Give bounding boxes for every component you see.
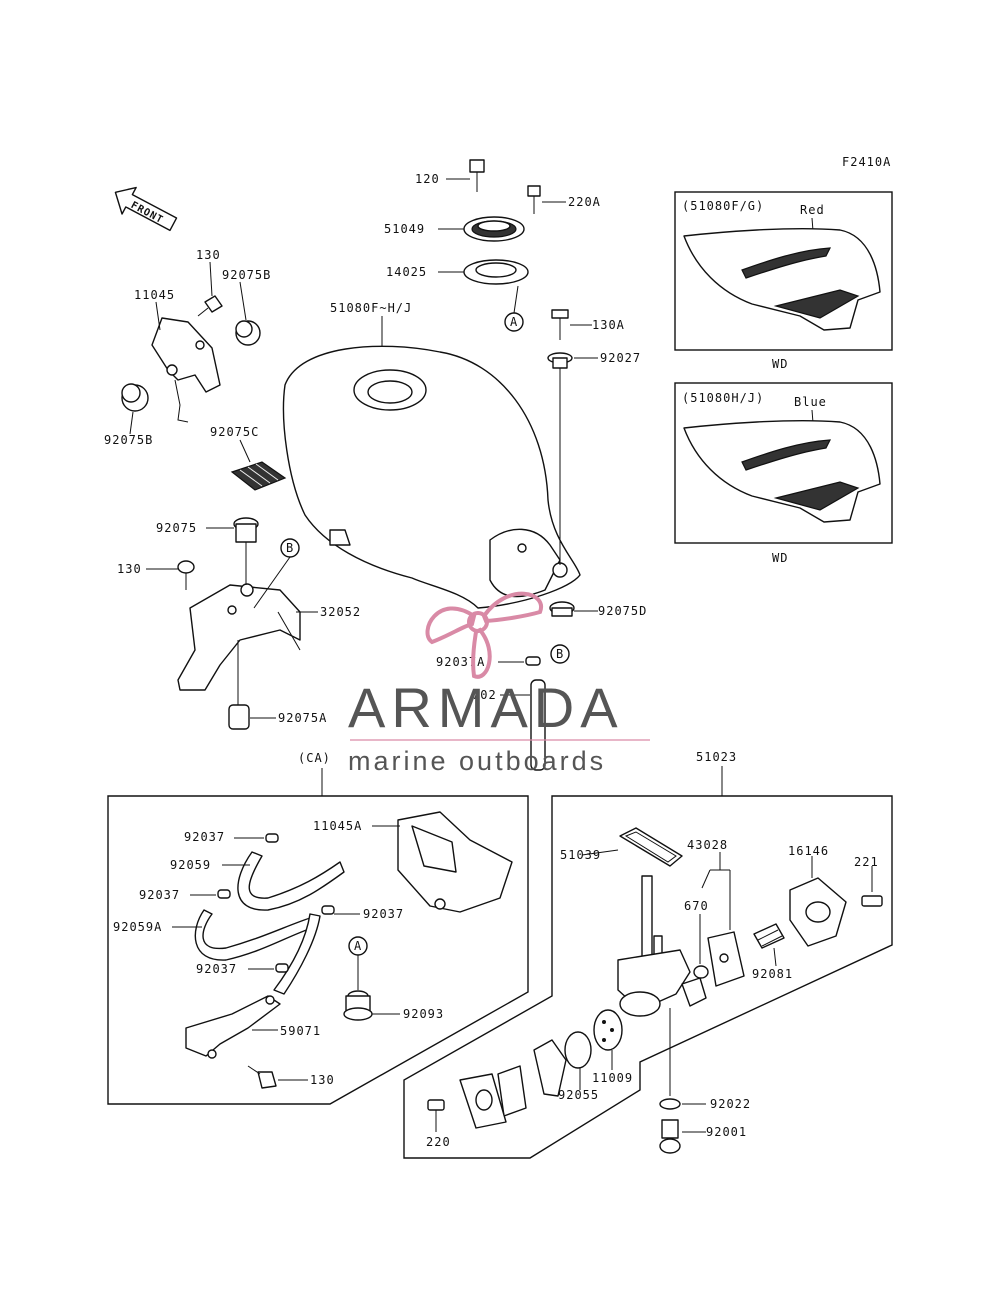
svg-text:51039: 51039 xyxy=(560,848,601,862)
svg-text:702: 702 xyxy=(472,688,497,702)
svg-text:B: B xyxy=(556,647,564,661)
svg-text:92027: 92027 xyxy=(600,351,641,365)
svg-text:130A: 130A xyxy=(592,318,625,332)
ref-circle-b-right: B xyxy=(550,644,570,664)
ca-evap-box: (CA) 11045A A 92037 92059 920 xyxy=(107,751,529,1105)
svg-text:221: 221 xyxy=(854,855,879,869)
svg-text:92081: 92081 xyxy=(752,967,793,981)
ref-circle-b-left: B xyxy=(253,538,300,609)
propeller-logo-icon xyxy=(425,591,544,679)
bolt-130A xyxy=(551,309,569,340)
svg-text:220A: 220A xyxy=(568,195,601,209)
svg-text:16146: 16146 xyxy=(788,844,829,858)
svg-text:92037: 92037 xyxy=(363,907,404,921)
svg-text:43028: 43028 xyxy=(687,838,728,852)
svg-text:32052: 32052 xyxy=(320,605,361,619)
svg-text:Blue: Blue xyxy=(794,395,827,409)
armada-watermark: ARMADA marine outboards xyxy=(348,591,650,776)
svg-text:92022: 92022 xyxy=(710,1097,751,1111)
ref-circle-a-top: A xyxy=(504,285,524,332)
color-variant-red: (51080F/G) Red WD xyxy=(674,191,893,371)
ca-title: (CA) xyxy=(298,751,331,765)
svg-text:51023: 51023 xyxy=(696,750,737,764)
svg-text:51080F~H/J: 51080F~H/J xyxy=(330,301,412,315)
svg-text:(51080F/G): (51080F/G) xyxy=(682,199,764,213)
svg-text:A: A xyxy=(510,315,518,329)
bolt-220A xyxy=(527,185,541,214)
svg-text:92059: 92059 xyxy=(170,858,211,872)
collar-92027 xyxy=(547,352,573,565)
watermark-brand: ARMADA xyxy=(348,676,624,739)
svg-text:B: B xyxy=(286,541,294,555)
svg-text:11045A: 11045A xyxy=(313,819,362,833)
svg-text:11009: 11009 xyxy=(592,1071,633,1085)
svg-text:92093: 92093 xyxy=(403,1007,444,1021)
rubber-92075A xyxy=(228,640,250,730)
svg-text:14025: 14025 xyxy=(386,265,427,279)
svg-text:220: 220 xyxy=(426,1135,451,1149)
hose-702 xyxy=(530,679,546,771)
svg-text:11045: 11045 xyxy=(134,288,175,302)
fuel-cock-box: 51039 43028 670 16146 221 92081 xyxy=(403,795,893,1159)
rubber-92075B-bottom xyxy=(121,383,149,412)
svg-text:(51080H/J): (51080H/J) xyxy=(682,391,764,405)
clip-92037A xyxy=(525,656,541,666)
svg-text:92075B: 92075B xyxy=(222,268,271,282)
bolt-130-top xyxy=(197,295,223,317)
watermark-tagline: marine outboards xyxy=(348,746,606,776)
filler-cap-51049 xyxy=(463,216,525,242)
color-variant-blue: (51080H/J) Blue WD xyxy=(674,382,893,565)
ring-14025 xyxy=(463,259,529,285)
svg-text:92075B: 92075B xyxy=(104,433,153,447)
svg-text:130: 130 xyxy=(196,248,221,262)
svg-text:A: A xyxy=(354,939,362,953)
bushing-92075 xyxy=(233,517,259,585)
figure-code: F2410A xyxy=(842,155,891,169)
bolt-120 xyxy=(469,159,485,192)
fuel-tank-51080 xyxy=(282,345,581,609)
front-arrow-icon: FRONT xyxy=(114,186,178,232)
rubber-92075B-top xyxy=(235,320,261,346)
svg-text:92055: 92055 xyxy=(558,1088,599,1102)
svg-text:WD: WD xyxy=(772,357,788,371)
svg-text:92075C: 92075C xyxy=(210,425,259,439)
svg-text:51049: 51049 xyxy=(384,222,425,236)
bracket-32052 xyxy=(177,583,301,691)
svg-text:120: 120 xyxy=(415,172,440,186)
svg-text:92037: 92037 xyxy=(139,888,180,902)
svg-text:92037: 92037 xyxy=(184,830,225,844)
svg-text:92075A: 92075A xyxy=(278,711,327,725)
bracket-11045 xyxy=(151,317,221,423)
svg-text:92001: 92001 xyxy=(706,1125,747,1139)
svg-text:130: 130 xyxy=(310,1073,335,1087)
svg-text:92059A: 92059A xyxy=(113,920,162,934)
rubber-92075D xyxy=(549,601,575,617)
svg-text:Red: Red xyxy=(800,203,825,217)
svg-text:92075: 92075 xyxy=(156,521,197,535)
bolt-130-mid xyxy=(177,560,195,590)
svg-text:59071: 59071 xyxy=(280,1024,321,1038)
svg-text:92037: 92037 xyxy=(196,962,237,976)
svg-text:670: 670 xyxy=(684,899,709,913)
svg-text:WD: WD xyxy=(772,551,788,565)
svg-text:130: 130 xyxy=(117,562,142,576)
svg-text:92037A: 92037A xyxy=(436,655,485,669)
pad-92075C xyxy=(230,461,287,491)
svg-text:92075D: 92075D xyxy=(598,604,647,618)
